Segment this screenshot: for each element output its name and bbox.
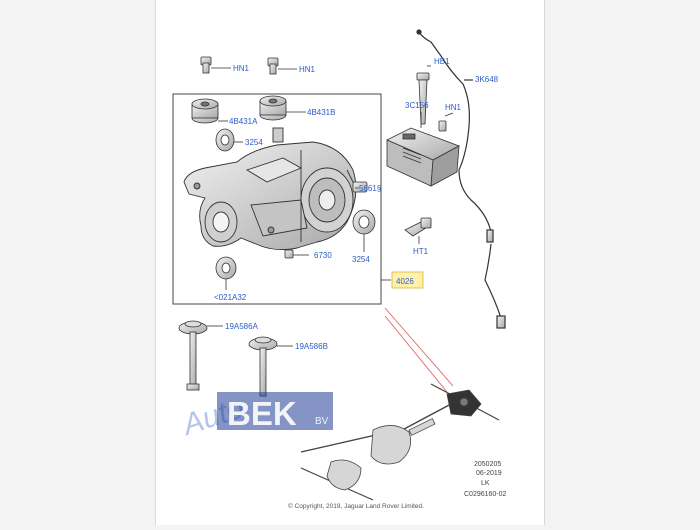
watermark-box [217, 392, 333, 430]
stud-ht1 [404, 217, 432, 244]
callout-3254-lower: 3254 [352, 255, 370, 264]
callout-hn1-right: HN1 [299, 65, 316, 74]
watermark-logo: Auto BEK BV [177, 391, 333, 442]
callout-labels: HN1 HN1 HB1 3K648 3C156 HN1 4B431A 4B431… [214, 57, 499, 351]
callout-4b431b: 4B431B [307, 108, 335, 117]
callout-6730: 6730 [314, 251, 332, 260]
mount-19a586b [248, 336, 293, 397]
bushing-4b431b [259, 95, 306, 121]
plug-6730 [284, 249, 309, 259]
differential-housing [183, 127, 358, 251]
sensor-5661 [352, 181, 368, 193]
nut-hn1-module [438, 112, 454, 132]
footer-code-4: C0296160-02 [464, 491, 507, 498]
footer-codes: 2050205 06-2019 LK C0296160-02 [464, 461, 507, 498]
red-leader-upper [384, 307, 454, 387]
callout-hb1: HB1 [434, 57, 450, 66]
callout-5661: 5661§ [359, 184, 381, 193]
callout-4026: 4026 [396, 277, 414, 286]
mount-19a586a [178, 320, 223, 391]
nut-hn1-left [200, 56, 231, 74]
callout-hn1-left: HN1 [233, 64, 250, 73]
bolt-hb1 [416, 65, 431, 125]
seal-3254-lower [352, 209, 376, 252]
callout-021a32: <021A32 [214, 293, 247, 302]
diagram-sheet: HN1 HN1 HB1 3K648 3C156 HN1 4B431A 4B431… [155, 0, 545, 525]
seal-021a32 [215, 256, 237, 290]
red-leader-lower [384, 315, 448, 393]
assembly-box [172, 93, 382, 305]
parts-diagram: HN1 HN1 HB1 3K648 3C156 HN1 4B431A 4B431… [172, 29, 507, 510]
watermark-brand: BEK [227, 395, 297, 432]
bushing-4b431a [191, 98, 228, 124]
callout-4b431a: 4B431A [229, 117, 258, 126]
drivetrain-overview [300, 383, 500, 501]
footer-code-1: 2050205 [474, 461, 501, 468]
callout-hn1-module: HN1 [445, 103, 462, 112]
callout-19a586a: 19A586A [225, 322, 259, 331]
watermark-suffix: BV [315, 416, 329, 427]
harness-3k648 [416, 29, 506, 329]
callout-3c156: 3C156 [405, 101, 429, 110]
nut-hn1-right [267, 57, 297, 75]
callout-19a586b: 19A586B [295, 342, 328, 351]
footer-code-3: LK [481, 480, 490, 487]
highlight-4026 [391, 271, 424, 289]
callout-3k648: 3K648 [475, 75, 499, 84]
footer-code-2: 06-2019 [476, 470, 502, 477]
module-3c156 [386, 112, 460, 187]
callout-3254-upper: 3254 [245, 138, 263, 147]
callout-ht1: HT1 [413, 247, 429, 256]
copyright-text: © Copyright, 2019, Jaguar Land Rover Lim… [288, 502, 424, 510]
seal-3254-upper [215, 128, 243, 152]
